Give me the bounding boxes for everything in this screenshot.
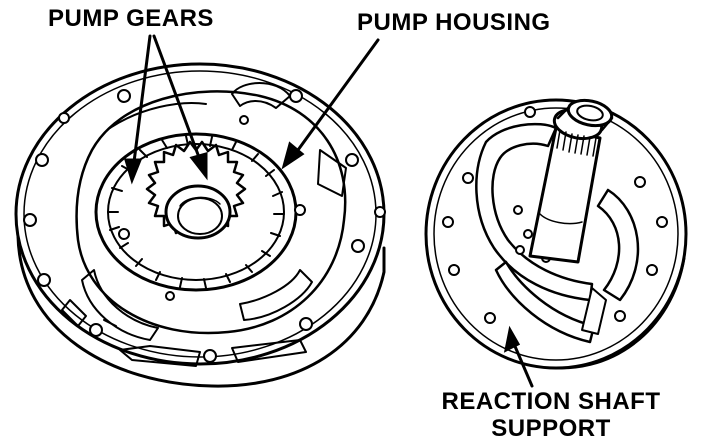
arrow-head [503, 325, 521, 353]
arrow-head [123, 158, 143, 185]
reaction-shaft-label-line2: SUPPORT [491, 415, 611, 442]
reaction-shaft-support-label: REACTION SHAFT SUPPORT [428, 388, 674, 442]
reaction-shaft-label-line1: REACTION SHAFT [441, 388, 661, 415]
leader-arrows [123, 34, 534, 388]
reaction-shaft-support [424, 98, 688, 370]
pump-gears-label: PUMP GEARS [48, 5, 214, 32]
arrow-head [189, 152, 208, 181]
outer-pump-gear [107, 135, 285, 289]
arrow-head [281, 141, 305, 170]
pump-housing-label: PUMP HOUSING [357, 9, 551, 36]
pump-housing-assembly [14, 62, 386, 388]
